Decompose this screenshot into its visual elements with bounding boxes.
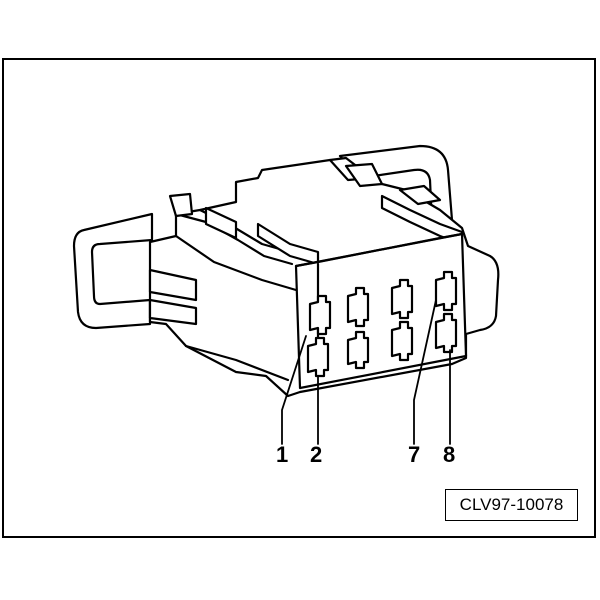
leader-line-1 (281, 335, 307, 445)
leader-line-7 (413, 299, 437, 445)
rear-locking-bracket (72, 212, 154, 330)
pin-cavity (434, 270, 458, 312)
leader-lines (281, 299, 451, 445)
latch-left (168, 192, 194, 218)
side-slot (148, 268, 198, 302)
latch-right-step (398, 184, 442, 206)
pin-cavity (390, 278, 414, 320)
figure-code: CLV97-10078 (445, 489, 578, 521)
front-face-top (294, 232, 464, 268)
latch-ramp (204, 206, 238, 240)
pin-label-2: 2 (310, 442, 323, 467)
pin-cavity (346, 286, 370, 328)
pin-cavity (306, 336, 330, 378)
pin-cavity (346, 330, 370, 370)
pin-label-7: 7 (408, 442, 421, 467)
side-lower (184, 344, 290, 382)
pin-cavity-row-top (308, 270, 458, 336)
pin-cavity (308, 294, 332, 336)
side-slot-2 (148, 298, 198, 326)
side-bevel (174, 234, 298, 292)
pin-cavity (390, 320, 414, 362)
latch-right-block (344, 162, 384, 188)
top-ridge (174, 212, 294, 266)
pin-cavity (434, 312, 458, 354)
pin-label-8: 8 (443, 442, 456, 467)
pin-cavity-row-bottom (306, 312, 458, 378)
pin-label-1: 1 (276, 442, 289, 467)
